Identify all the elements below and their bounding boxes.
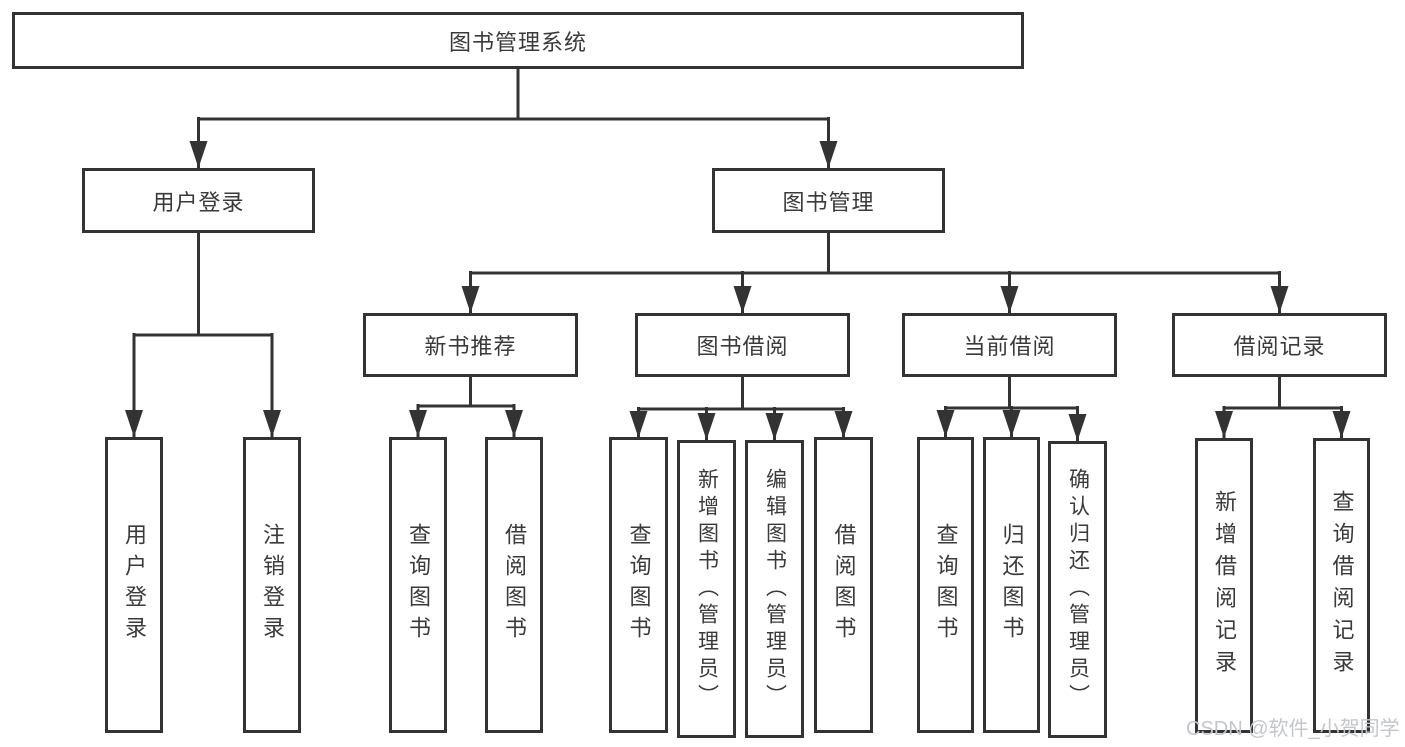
leaf-borrow-edit-admin: 编辑图书（管理员） <box>745 440 804 738</box>
connector-book-split <box>470 233 1280 275</box>
leaf-current-confirm-admin: 确认归还（管理员） <box>1048 441 1107 738</box>
node-book-borrow-label: 图书借阅 <box>696 334 789 359</box>
leaf-user-login: 用户登录 <box>105 437 163 733</box>
node-root: 图书管理系统 <box>12 12 1024 69</box>
connector-records-split <box>1224 377 1342 410</box>
leaf-records-add: 新增借阅记录 <box>1195 438 1253 733</box>
connector-newbooks-split <box>418 377 514 408</box>
node-book-management: 图书管理 <box>712 168 945 233</box>
leaf-records-query: 查询借阅记录 <box>1313 438 1370 733</box>
node-user-login: 用户登录 <box>82 168 315 233</box>
node-book-borrow: 图书借阅 <box>635 313 850 377</box>
node-borrow-records-label: 借阅记录 <box>1233 334 1326 359</box>
leaf-current-query: 查询图书 <box>917 437 974 733</box>
connector-currentborrow-split <box>945 377 1078 410</box>
csdn-watermark: CSDN @软件_小贺同学 <box>1186 718 1400 740</box>
connector-root-split <box>198 69 829 121</box>
leaf-borrow-add-admin: 新增图书（管理员） <box>677 440 736 738</box>
node-new-book-recommend: 新书推荐 <box>363 313 578 377</box>
node-borrow-records: 借阅记录 <box>1172 313 1387 377</box>
leaf-borrow-query: 查询图书 <box>609 437 668 733</box>
leaf-logout: 注销登录 <box>243 437 301 733</box>
node-current-borrow-label: 当前借阅 <box>963 334 1056 359</box>
node-user-login-label: 用户登录 <box>152 189 245 215</box>
node-new-book-recommend-label: 新书推荐 <box>424 334 517 359</box>
connector-bookborrow-split <box>638 377 844 411</box>
leaf-borrow-borrow: 借阅图书 <box>814 437 873 733</box>
node-book-management-label: 图书管理 <box>782 189 875 215</box>
leaf-current-return: 归还图书 <box>983 437 1040 733</box>
connector-user-split <box>134 233 272 337</box>
leaf-newbooks-query: 查询图书 <box>389 437 447 733</box>
node-root-label: 图书管理系统 <box>448 29 587 55</box>
leaf-newbooks-borrow: 借阅图书 <box>485 437 543 733</box>
node-current-borrow: 当前借阅 <box>902 313 1117 377</box>
